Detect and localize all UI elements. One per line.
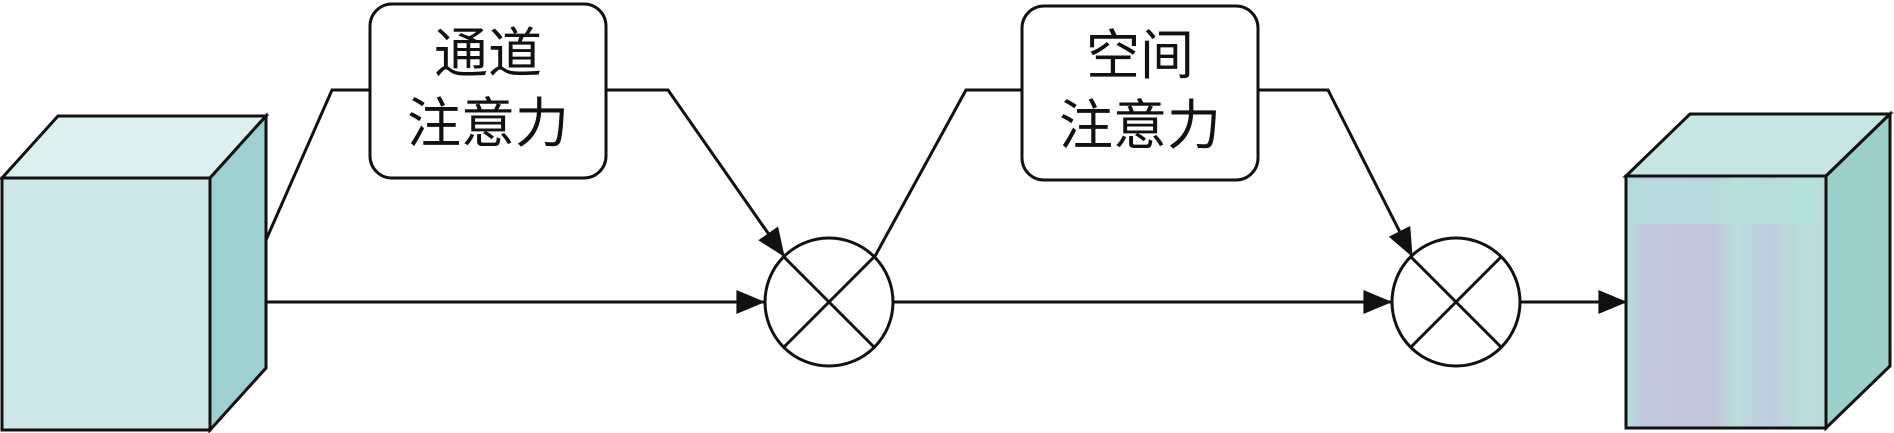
multiply-operator-1-icon [763,236,895,368]
line-input-to-channel-attention [264,88,370,241]
output-feature-cube [1622,110,1894,432]
channel-attention-block: 通道 注意力 [368,2,608,180]
line-multiply-1-to-spatial-attention [872,88,1022,259]
output-cube-front-band [1632,180,1820,224]
spatial-attention-label-line1: 空间 [1086,24,1194,87]
channel-attention-label-line1: 通道 [434,22,542,85]
arrow-spatial-attention-to-multiply-2 [1258,88,1414,258]
spatial-attention-box [1020,4,1260,182]
multiply-operator-2-icon [1390,236,1522,368]
spatial-attention-label-line2: 注意力 [1059,94,1221,157]
arrow-channel-attention-to-multiply-1 [606,88,786,257]
input-cube-front-face [0,176,212,432]
input-feature-cube [0,112,270,433]
channel-attention-label-line2: 注意力 [407,92,569,155]
spatial-attention-block: 空间 注意力 [1020,4,1260,182]
channel-attention-box [368,2,608,180]
